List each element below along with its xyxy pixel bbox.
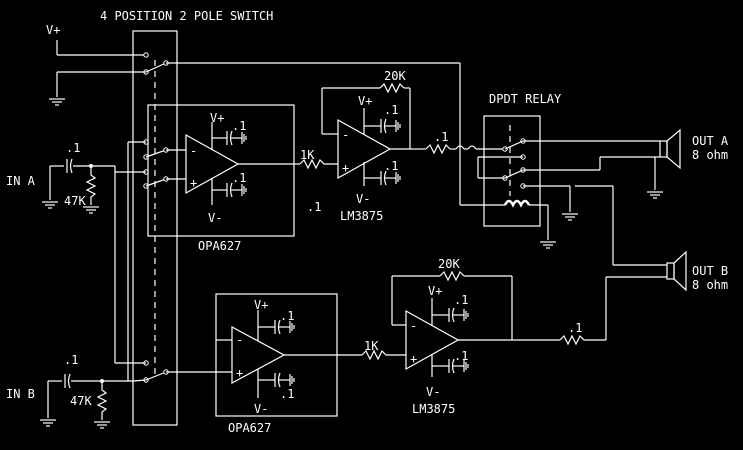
switch-title: 4 POSITION 2 POLE SWITCH <box>100 9 273 23</box>
svg-text:-: - <box>342 128 349 142</box>
speaker-a-icon <box>659 128 681 170</box>
out-b-label: OUT B <box>692 264 728 278</box>
input-b-cap-value: .1 <box>64 353 78 367</box>
opa-a-vplus: V+ <box>210 111 224 125</box>
input-a-cap-value: .1 <box>66 141 80 155</box>
svg-text:+: + <box>410 352 417 366</box>
loose-cap-a: .1 <box>307 200 321 214</box>
input-b-resistor <box>96 381 108 420</box>
opa-a-cap-bottom: .1 <box>232 171 246 185</box>
lm-a-vplus: V+ <box>358 94 372 108</box>
res-1k-b <box>361 349 406 361</box>
out-a-label: OUT A <box>692 134 729 148</box>
lm-b-vplus: V+ <box>428 284 442 298</box>
out-res-a-value: .1 <box>434 130 448 144</box>
input-a-capacitor <box>66 158 73 174</box>
vplus-top-label: V+ <box>46 23 60 37</box>
lm-a-vminus: V- <box>356 192 370 206</box>
input-a-resistor <box>85 166 97 205</box>
lm3875-a-label: LM3875 <box>340 209 383 223</box>
relay-label: DPDT RELAY <box>489 92 562 106</box>
input-b-capacitor <box>64 373 71 389</box>
opa-b-cap-bottom: .1 <box>280 387 294 401</box>
in-b-label: IN B <box>6 387 35 401</box>
res-1k-a-value: 1K <box>300 148 315 162</box>
input-b-res-value: 47K <box>70 394 92 408</box>
lm-a-cap-bottom: .1 <box>384 159 398 173</box>
lm3875-b-label: LM3875 <box>412 402 455 416</box>
out-res-b <box>559 334 606 346</box>
lm-a-cap-top: .1 <box>384 103 398 117</box>
svg-text:-: - <box>190 144 197 158</box>
input-a-res-value: 47K <box>64 194 86 208</box>
svg-text:+: + <box>190 176 197 190</box>
svg-text:+: + <box>236 366 243 380</box>
lm3875-b: - + <box>391 270 560 377</box>
res-20k-a-value: 20K <box>384 69 406 83</box>
opa-b-vplus: V+ <box>254 298 268 312</box>
lm3875-a: - + <box>321 82 411 186</box>
opa627-a-label: OPA627 <box>198 239 241 253</box>
opa627-a: - + <box>147 104 295 237</box>
lm-b-cap-bottom: .1 <box>454 349 468 363</box>
svg-text:-: - <box>236 333 243 347</box>
opa-b-vminus: V- <box>254 402 268 416</box>
res-20k-b-value: 20K <box>438 257 460 271</box>
opa-a-cap-top: .1 <box>232 119 246 133</box>
in-a-label: IN A <box>6 174 36 188</box>
svg-text:+: + <box>342 161 349 175</box>
svg-text:-: - <box>410 319 417 333</box>
ground-symbol <box>48 98 66 106</box>
out-res-a <box>425 143 451 155</box>
lm-b-vminus: V- <box>426 385 440 399</box>
dpdt-relay <box>477 115 571 240</box>
res-1k-a <box>299 158 338 170</box>
out-res-b-value: .1 <box>568 321 582 335</box>
opa627-b-label: OPA627 <box>228 421 271 435</box>
res-1k-b-value: 1K <box>364 339 379 353</box>
opa-b-cap-top: .1 <box>280 309 294 323</box>
out-a-ohm: 8 ohm <box>692 148 728 162</box>
out-b-ohm: 8 ohm <box>692 278 728 292</box>
lm-b-cap-top: .1 <box>454 293 468 307</box>
opa-a-vminus: V- <box>208 211 222 225</box>
speaker-b-icon <box>666 250 687 292</box>
